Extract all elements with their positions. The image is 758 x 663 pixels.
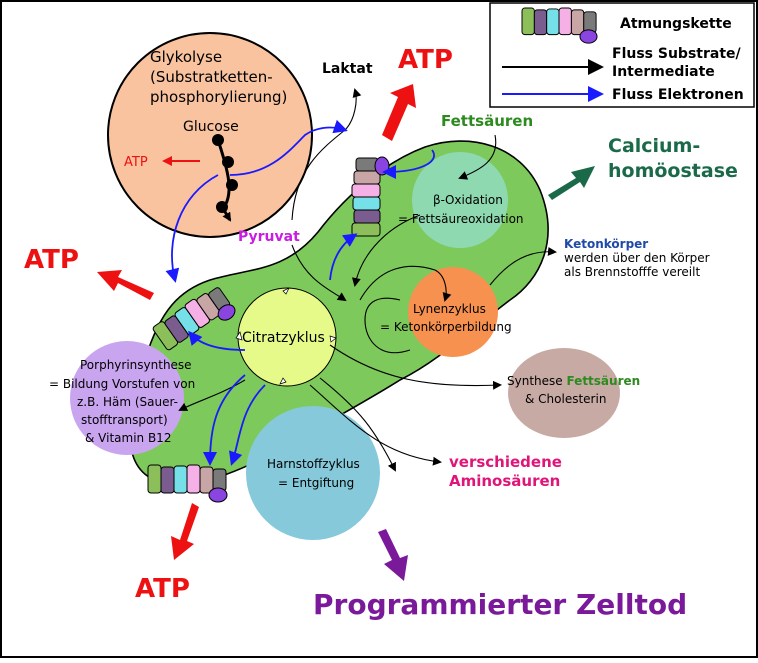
electron-citrat-top	[329, 233, 358, 281]
lynen-cycle-circle	[408, 267, 498, 357]
flow-pyruvat-citrat	[291, 244, 347, 302]
glycolysis-title-2: (Substratketten-	[150, 68, 273, 86]
legend-substrate-label-2: Intermediate	[612, 64, 715, 80]
atp-bottom-arrow	[171, 503, 199, 560]
beta-oxidation-label-2: = Fettsäureoxidation	[398, 212, 524, 226]
electron-flows	[165, 119, 435, 466]
atp-top-arrow	[382, 84, 416, 141]
substrate-flows	[178, 88, 557, 472]
synthesis-label-1: Synthese Fettsäuren	[507, 374, 640, 388]
urea-label-1: Harnstoffzyklus	[267, 457, 360, 471]
legend-substrate-label-1: Fluss Substrate/	[612, 46, 742, 62]
urea-label-2: = Entgiftung	[278, 476, 354, 490]
amino-label-2: Aminosäuren	[449, 472, 560, 490]
glucose-label: Glucose	[183, 119, 239, 135]
flow-to-amino	[309, 384, 442, 466]
keton-line-2: werden über den Körper	[564, 251, 710, 265]
legend-electron-label: Fluss Elektronen	[612, 87, 744, 103]
atp-top-label: ATP	[398, 45, 453, 75]
flow-lynen-loop	[364, 297, 411, 354]
glycolysis-title-3: phosphorylierung)	[150, 88, 287, 106]
fettsaeuren-label: Fettsäuren	[441, 112, 533, 130]
flow-to-porphyrin	[178, 379, 246, 411]
citrate-cycle-markers	[235, 287, 337, 385]
lynen-label-1: Lynenzyklus	[413, 302, 486, 316]
zelltod-label: Programmierter Zelltod	[313, 588, 687, 621]
porphyrin-label-5: & Vitamin B12	[85, 431, 171, 445]
zelltod-arrow	[378, 529, 408, 581]
beta-oxidation-label-1: β-Oxidation	[433, 193, 503, 207]
keton-line-3: als Brennstofffe vereilt	[564, 265, 700, 279]
amino-label-1: verschiedene	[449, 453, 562, 471]
porphyrin-label-3: z.B. Häm (Sauer-	[77, 395, 178, 409]
glycolysis-circle	[107, 32, 313, 238]
pyruvat-label: Pyruvat	[238, 229, 300, 245]
electron-glycolysis-top	[229, 119, 348, 176]
electron-citrat-bottom-1	[203, 374, 246, 466]
glycolysis-atp-arrowhead	[162, 156, 172, 166]
electron-citrat-bottom-2	[228, 384, 266, 466]
electron-glycolysis-left	[165, 174, 219, 283]
synthesis-fett: Fettsäuren	[566, 374, 640, 388]
electron-citrat-left	[188, 330, 246, 351]
flow-to-keton	[489, 246, 557, 286]
legend: Atmungskette Fluss Substrate/ Intermedia…	[489, 2, 755, 108]
flow-to-synthesis	[329, 344, 502, 390]
laktat-label: Laktat	[322, 61, 373, 77]
calcium-label-2: homöostase	[608, 160, 738, 182]
porphyrin-label-4: stofftransport)	[81, 413, 168, 427]
urea-cycle-circle	[246, 406, 380, 540]
citrate-label: Citratzyklus	[242, 330, 325, 346]
flow-beta-citrat	[351, 214, 421, 287]
lynen-label-2: = Ketonkörperbildung	[380, 320, 512, 334]
legend-chain-label: Atmungskette	[620, 16, 732, 32]
atp-left-label: ATP	[24, 245, 79, 275]
synthesis-circle	[508, 348, 620, 438]
glycolysis-atp-label: ATP	[124, 155, 148, 170]
flow-citrat-lynen	[359, 265, 452, 302]
porphyrin-label-1: Porphyrinsynthese	[80, 358, 192, 372]
electron-beta-chain	[382, 149, 435, 179]
calcium-arrow	[548, 166, 595, 200]
glycolysis-title-1: Glykolyse	[150, 48, 222, 66]
flow-to-amino-2	[319, 377, 396, 472]
atp-left-arrow	[97, 270, 154, 300]
porphyrin-circle	[70, 341, 184, 455]
porphyrin-label-2: = Bildung Vorstufen von	[49, 377, 195, 391]
beta-oxidation-circle	[412, 152, 508, 248]
flow-fettsaeuren-in	[458, 134, 497, 180]
synthesis-label-2: & Cholesterin	[525, 392, 606, 406]
keton-title: Ketonkörper	[564, 237, 648, 251]
atp-bottom-label: ATP	[135, 574, 190, 604]
calcium-label-1: Calcium-	[608, 135, 700, 157]
glycolysis-chain	[212, 134, 238, 222]
